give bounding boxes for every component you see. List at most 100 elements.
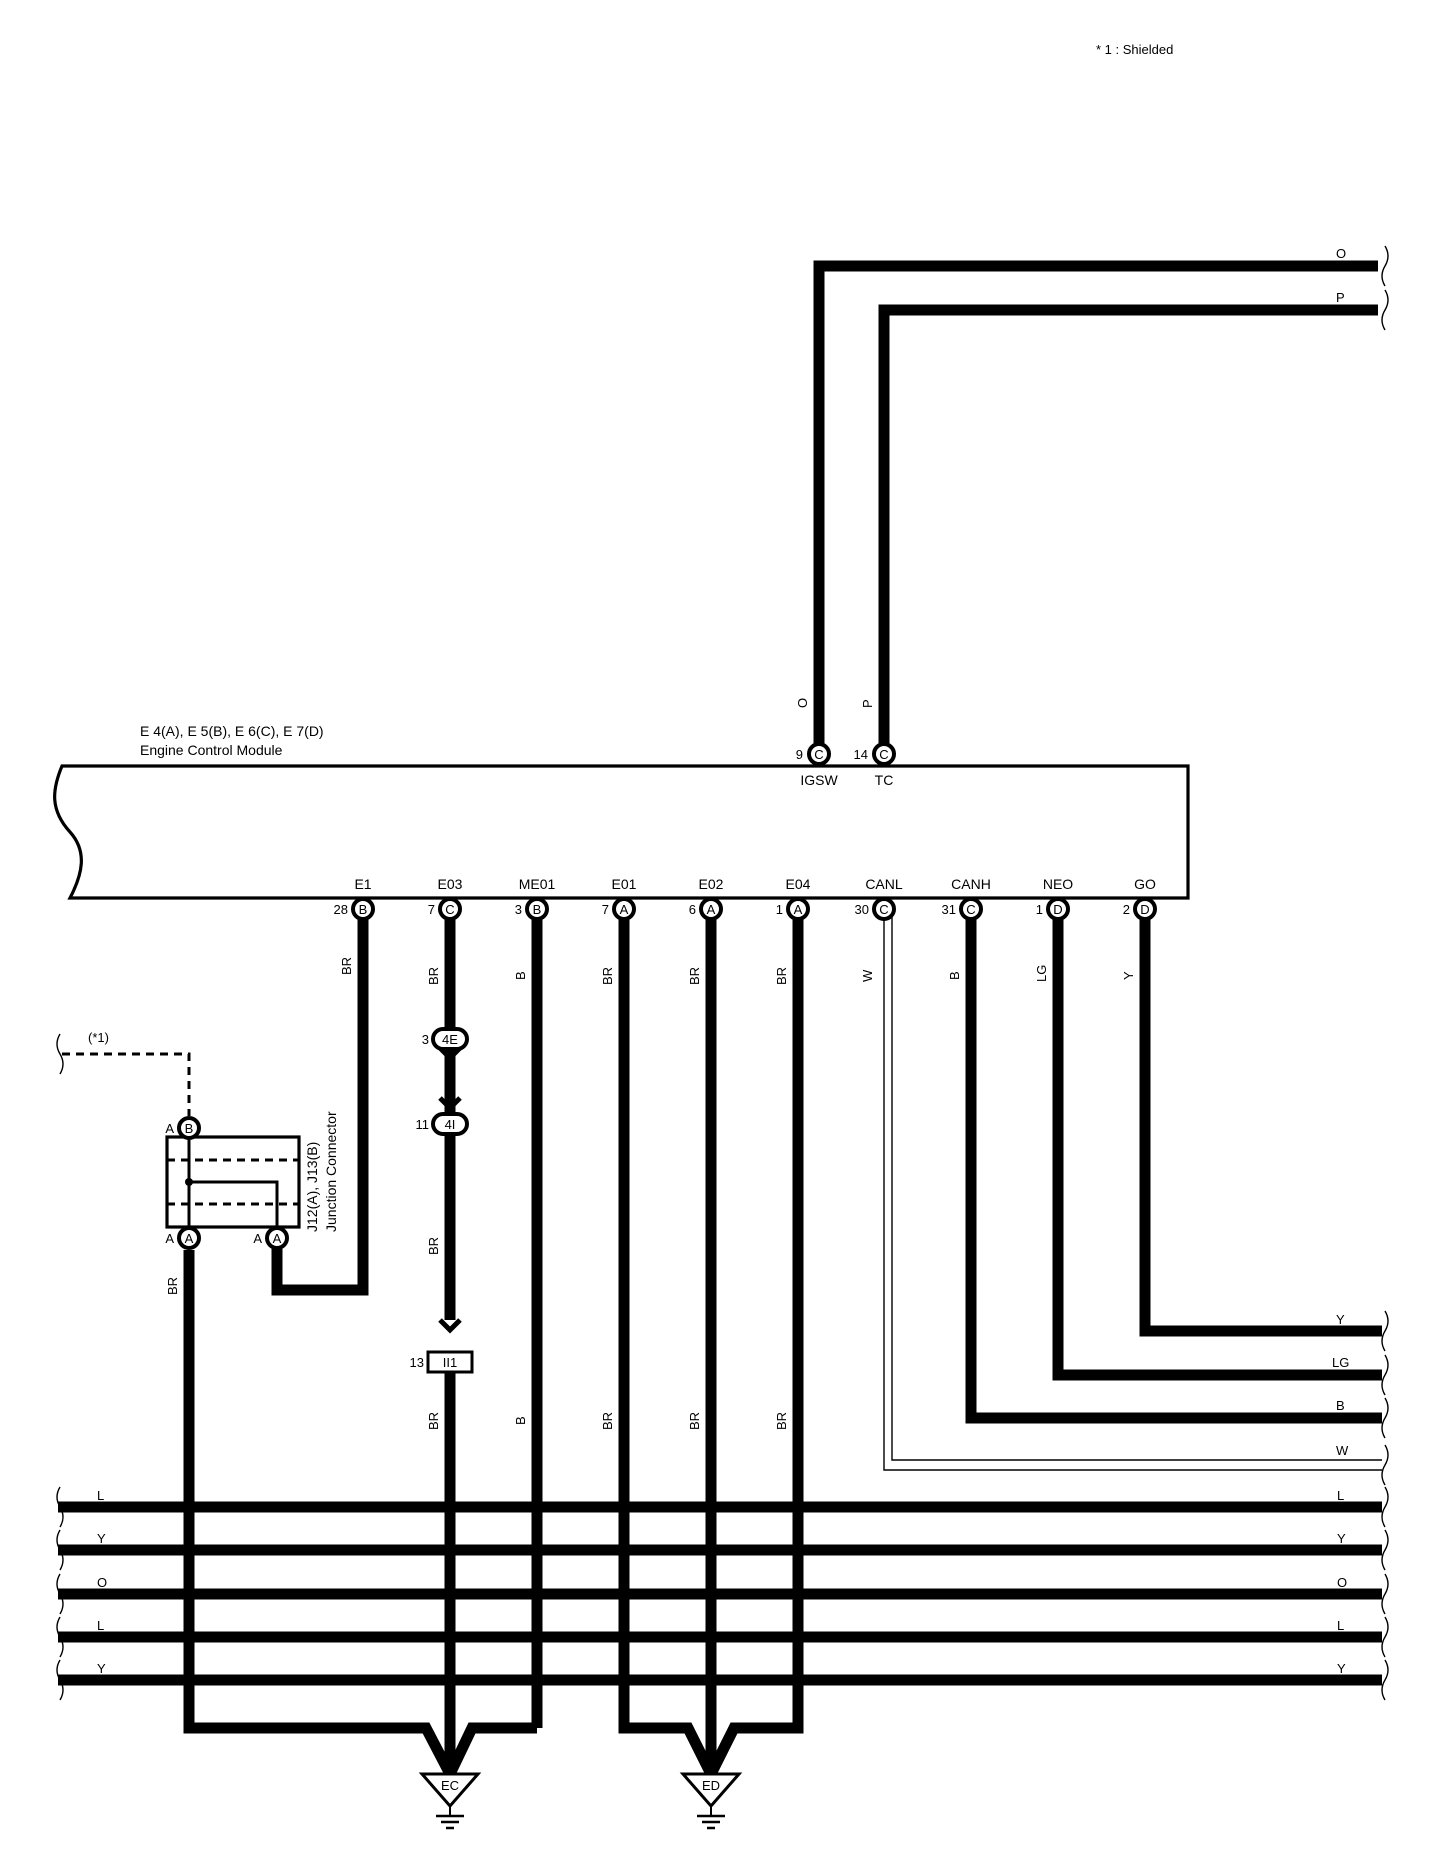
break-mark-right-2	[1381, 1354, 1389, 1396]
break-mark-right-1	[1381, 1310, 1389, 1352]
connector-ii1-arrow	[438, 1318, 462, 1334]
wire-canl[interactable]	[883, 914, 1382, 1471]
wire-tc[interactable]	[878, 304, 1378, 748]
terminal-igsw: IGSW	[800, 772, 838, 788]
wire-color-e02-lower: BR	[687, 1412, 702, 1430]
ecm-pin-e01[interactable]: A 7 E01	[602, 876, 637, 921]
wire-color-e03-mid: BR	[426, 1237, 441, 1255]
bus-label-right-4: L	[1337, 1618, 1344, 1633]
pin-code: A	[185, 1231, 194, 1246]
junction-pin-bottom-left[interactable]: A A	[165, 1226, 201, 1250]
ecm-pin-igsw[interactable]: C 9 IGSW	[796, 742, 839, 788]
right-exit-w: W	[1336, 1443, 1349, 1458]
pin-num: 1	[776, 902, 783, 917]
wire-color-me01-lower: B	[513, 1416, 528, 1425]
pin-conn: C	[814, 747, 823, 762]
shielded-note: * 1 : Shielded	[1096, 42, 1173, 57]
break-mark-right-3	[1381, 1397, 1389, 1439]
pin-side: A	[253, 1231, 262, 1246]
terminal-e1: E1	[354, 876, 371, 892]
ecm-pin-e02[interactable]: A 6 E02	[689, 876, 724, 921]
right-exit-b: B	[1336, 1398, 1345, 1413]
right-color-o: O	[1336, 246, 1346, 261]
pin-num: 6	[689, 902, 696, 917]
break-mark-top-1	[1381, 245, 1389, 287]
pin-num: 30	[855, 902, 869, 917]
pin-code: B	[185, 1121, 194, 1136]
ground-ec[interactable]: EC	[418, 1772, 482, 1830]
pin-side: A	[165, 1121, 174, 1136]
ecm-pin-canh[interactable]: C 31 CANH	[942, 876, 991, 921]
wire-canl-return	[891, 914, 1382, 1461]
junction-pin-top[interactable]: B A	[165, 1116, 201, 1140]
terminal-e01: E01	[612, 876, 637, 892]
wire-color-e02: BR	[687, 967, 702, 985]
wire-color-o: O	[795, 698, 810, 708]
connector-pin: 13	[410, 1355, 424, 1370]
connector-code: II1	[443, 1355, 457, 1370]
wire-neo[interactable]	[1052, 914, 1382, 1381]
terminal-e02: E02	[699, 876, 724, 892]
connector-code: 4I	[445, 1117, 456, 1132]
wire-color-e04-lower: BR	[774, 1412, 789, 1430]
wire-color-canl: W	[860, 969, 875, 982]
bus-label-right-2: Y	[1337, 1531, 1346, 1546]
inline-connector-4i[interactable]: 4I 11	[416, 1112, 469, 1136]
junction-node	[185, 1178, 193, 1186]
wire-me01-to-ec[interactable]	[445, 1722, 537, 1777]
pin-num: 3	[515, 902, 522, 917]
pin-conn: C	[879, 747, 888, 762]
junction-pin-bottom-right[interactable]: A A	[253, 1226, 289, 1250]
wire-e04[interactable]	[706, 914, 804, 1777]
ecm-pin-me01[interactable]: B 3 ME01	[515, 876, 556, 921]
terminal-canl: CANL	[865, 876, 903, 892]
wire-color-go: Y	[1121, 971, 1136, 980]
junction-connector[interactable]	[165, 1135, 301, 1229]
inline-connector-ii1[interactable]: II1 13	[410, 1350, 474, 1374]
pin-num: 7	[428, 902, 435, 917]
wire-e1[interactable]	[271, 914, 369, 1296]
pin-conn: A	[620, 902, 629, 917]
ecm-pin-tc[interactable]: C 14 TC	[854, 742, 896, 788]
terminal-neo: NEO	[1043, 876, 1073, 892]
wire-e01[interactable]	[618, 914, 716, 1777]
wire-color-e01-lower: BR	[600, 1412, 615, 1430]
right-exit-y: Y	[1336, 1312, 1345, 1327]
pin-code: A	[273, 1231, 282, 1246]
ecm-pin-e04[interactable]: A 1 E04	[776, 876, 811, 921]
ecm-pin-canl[interactable]: C 30 CANL	[855, 876, 903, 921]
pin-side: A	[165, 1231, 174, 1246]
pin-conn: B	[359, 902, 368, 917]
shield-wire	[62, 1052, 191, 1116]
terminal-e03: E03	[438, 876, 463, 892]
connector-pin: 11	[416, 1117, 430, 1132]
terminal-e04: E04	[786, 876, 811, 892]
wire-color-e03: BR	[426, 967, 441, 985]
wire-igsw[interactable]	[813, 260, 1378, 748]
ground-ed[interactable]: ED	[679, 1772, 743, 1830]
break-mark-top-2	[1381, 289, 1389, 331]
pin-num: 14	[854, 747, 868, 762]
ecm-pin-neo[interactable]: D 1 NEO	[1036, 876, 1074, 921]
pin-num: 28	[334, 902, 348, 917]
wire-color-e1: BR	[339, 957, 354, 975]
bus-label-left-2: Y	[97, 1531, 106, 1546]
wire-color-e03-lower: BR	[426, 1412, 441, 1430]
terminal-go: GO	[1134, 876, 1156, 892]
wire-color-me01: B	[513, 971, 528, 980]
pin-conn: B	[533, 902, 542, 917]
connector-pin: 3	[422, 1032, 429, 1047]
ground-label: ED	[702, 1778, 720, 1793]
ecm-pin-e1[interactable]: B 28 E1	[334, 876, 375, 921]
inline-connector-4e[interactable]: 4E 3	[422, 1027, 469, 1051]
wire-go[interactable]	[1139, 914, 1382, 1337]
wire-junction-to-ec[interactable]	[183, 1250, 455, 1777]
ecm-pin-e03[interactable]: C 7 E03	[428, 876, 463, 921]
junction-bus-right	[189, 1180, 279, 1227]
ground-label: EC	[441, 1778, 459, 1793]
terminal-canh: CANH	[951, 876, 991, 892]
bus-lines	[58, 1501, 1382, 1686]
ecm-pin-go[interactable]: D 2 GO	[1123, 876, 1157, 921]
wire-canh[interactable]	[965, 914, 1382, 1424]
